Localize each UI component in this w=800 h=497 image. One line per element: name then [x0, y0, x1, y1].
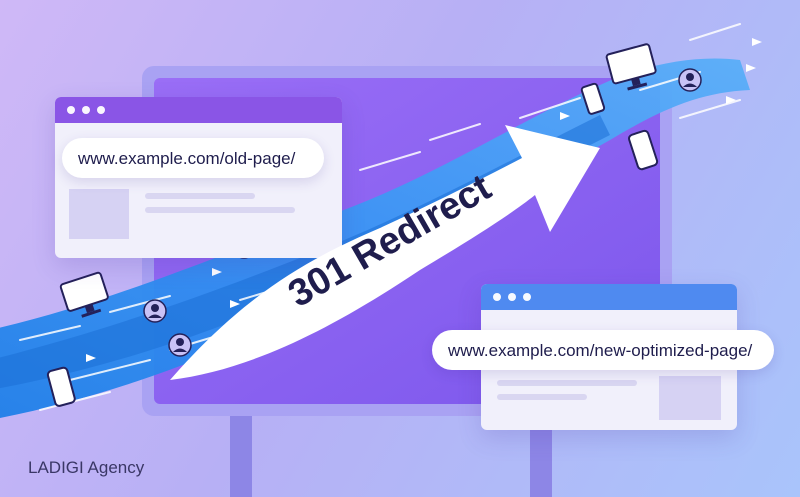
- image-placeholder: [659, 376, 721, 420]
- brand-name: LADIGI Agency: [28, 458, 145, 477]
- billboard-leg-right: [530, 420, 552, 497]
- arrow-icon: [86, 354, 96, 362]
- user-icon: [678, 68, 702, 92]
- new-url-text: www.example.com/new-optimized-page/: [448, 340, 753, 360]
- window-dot: [508, 293, 516, 301]
- arrow-icon: [752, 38, 762, 46]
- old-url-text: www.example.com/old-page/: [78, 148, 296, 168]
- text-placeholder: [497, 394, 587, 400]
- text-placeholder: [145, 193, 255, 199]
- window-dot: [82, 106, 90, 114]
- image-placeholder: [69, 189, 129, 239]
- arrow-icon: [560, 112, 570, 120]
- new-page-titlebar: [481, 284, 737, 310]
- user-icon: [143, 299, 167, 323]
- smartphone-icon: [46, 366, 76, 407]
- old-page-titlebar: [55, 97, 342, 123]
- text-placeholder: [497, 380, 637, 386]
- monitor-icon: [59, 271, 109, 318]
- window-dot: [97, 106, 105, 114]
- user-icon: [168, 333, 192, 357]
- text-placeholder: [145, 207, 295, 213]
- smartphone-icon: [628, 129, 659, 171]
- monitor-icon: [605, 43, 657, 91]
- window-dot: [67, 106, 75, 114]
- window-dot: [493, 293, 501, 301]
- arrow-icon: [726, 96, 736, 104]
- billboard-leg-left: [230, 400, 252, 497]
- arrow-icon: [746, 64, 756, 72]
- smartphone-icon: [580, 82, 606, 115]
- window-dot: [523, 293, 531, 301]
- old-url-pill: www.example.com/old-page/: [62, 138, 324, 178]
- new-url-pill: www.example.com/new-optimized-page/: [432, 330, 774, 370]
